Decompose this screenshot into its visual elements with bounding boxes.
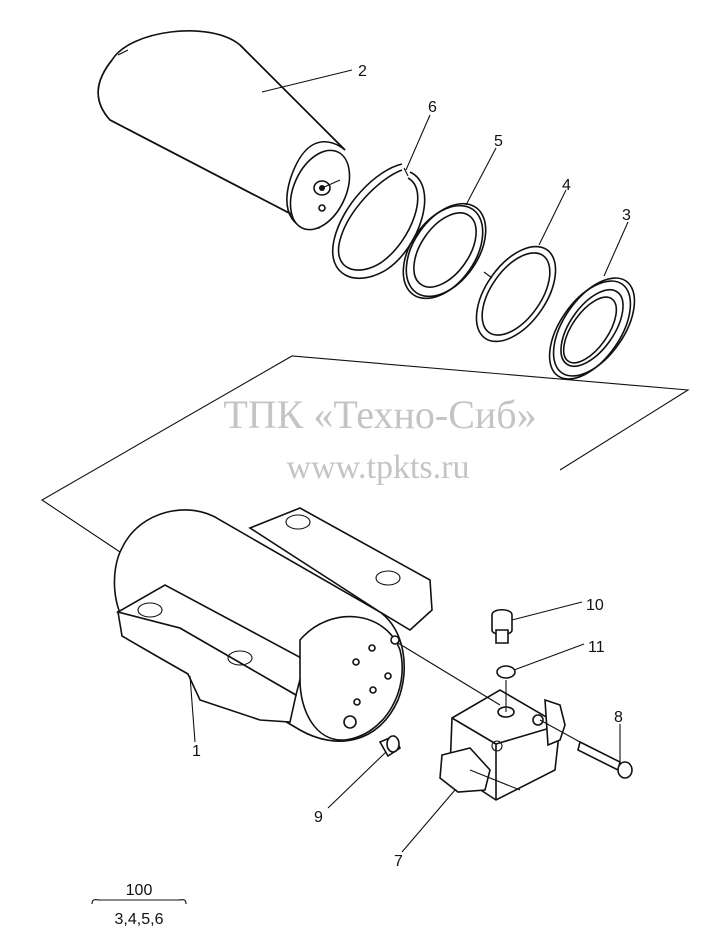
- snap-ring: [331, 163, 426, 279]
- cylinder-body: [113, 507, 433, 742]
- watermark: ТПК «Техно-Сиб» www.tpkts.ru: [223, 392, 536, 486]
- valve-block: [439, 689, 566, 801]
- o-ring: [496, 665, 516, 679]
- callout-4: 4: [562, 177, 571, 194]
- watermark-url: www.tpkts.ru: [287, 449, 470, 486]
- bolt: [577, 740, 633, 779]
- callout-8: 8: [614, 709, 623, 726]
- cap-screw: [491, 608, 513, 644]
- kit-designation: 100 3,4,5,6: [91, 882, 187, 928]
- kit-contents: 3,4,5,6: [115, 911, 164, 928]
- exploded-view-plane: [40, 355, 690, 553]
- callout-2: 2: [358, 63, 367, 80]
- leader-lines: [189, 69, 629, 853]
- plug: [378, 734, 402, 758]
- kit-number: 100: [126, 882, 153, 899]
- wear-ring: [402, 202, 487, 300]
- piston-cylinder: [97, 30, 351, 231]
- callout-10: 10: [586, 597, 604, 614]
- piston-ring: [475, 245, 557, 343]
- callout-labels: 2 6 5 4 3 1 9 7 8 10 11: [192, 63, 631, 870]
- callout-6: 6: [428, 99, 437, 116]
- callout-7: 7: [394, 853, 403, 870]
- callout-11: 11: [588, 639, 605, 656]
- seal-ring: [548, 277, 636, 380]
- callout-3: 3: [622, 207, 631, 224]
- callout-5: 5: [494, 133, 503, 150]
- callout-1: 1: [192, 743, 201, 760]
- callout-9: 9: [314, 809, 323, 826]
- alignment-lines: [397, 642, 581, 743]
- watermark-company: ТПК «Техно-Сиб»: [223, 392, 536, 437]
